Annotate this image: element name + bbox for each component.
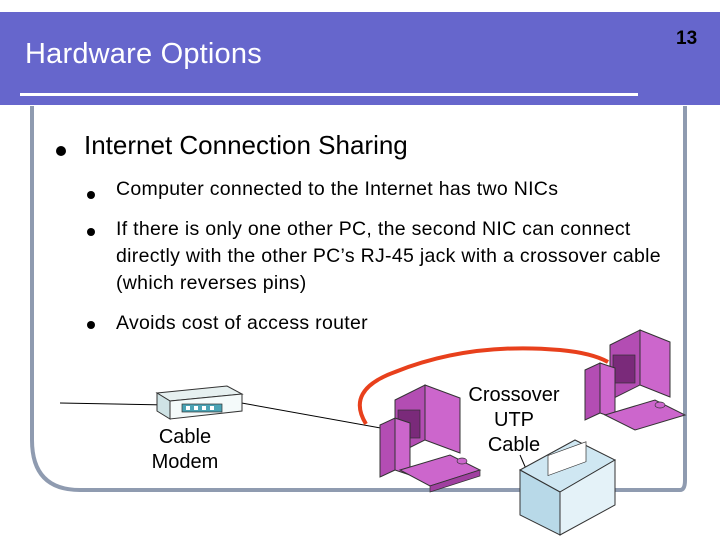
crossover-cable — [357, 346, 609, 426]
crossover-label: Crossover UTP Cable — [452, 383, 576, 458]
bullet-dot-sub-2 — [87, 228, 95, 236]
crossover-label-line2: UTP — [494, 409, 534, 431]
crossover-label-line1: Crossover — [468, 384, 560, 406]
bullet-sub-1: Computer connected to the Internet has t… — [116, 178, 559, 200]
bullet-main: Internet Connection Sharing — [84, 130, 408, 160]
bullet-sub-3: Avoids cost of access router — [116, 312, 368, 334]
slide-number: 13 — [676, 28, 698, 49]
left-pc-icon — [379, 384, 482, 493]
cable-modem-label-line2: Modem — [151, 451, 219, 473]
bullet-sub-2: If there is only one other PC, the secon… — [116, 218, 661, 294]
bullet-dot-sub-1 — [87, 191, 95, 199]
cable-modem-label: Cable Modem — [135, 425, 235, 475]
modem-to-pc-line — [235, 401, 393, 431]
cable-modem-label-line1: Cable — [158, 426, 212, 448]
slide-frame — [30, 106, 687, 492]
title-underline — [20, 93, 638, 96]
internet-line — [59, 402, 169, 406]
crossover-label-line3: Cable — [487, 434, 541, 456]
hub-device-icon — [518, 439, 617, 536]
bullet-dot-main — [56, 146, 66, 156]
bullet-dot-sub-3 — [87, 321, 95, 329]
title-bar — [0, 12, 720, 105]
slide-title: Hardware Options — [25, 38, 262, 70]
cable-modem-icon — [155, 385, 244, 420]
right-pc-icon — [584, 329, 687, 431]
